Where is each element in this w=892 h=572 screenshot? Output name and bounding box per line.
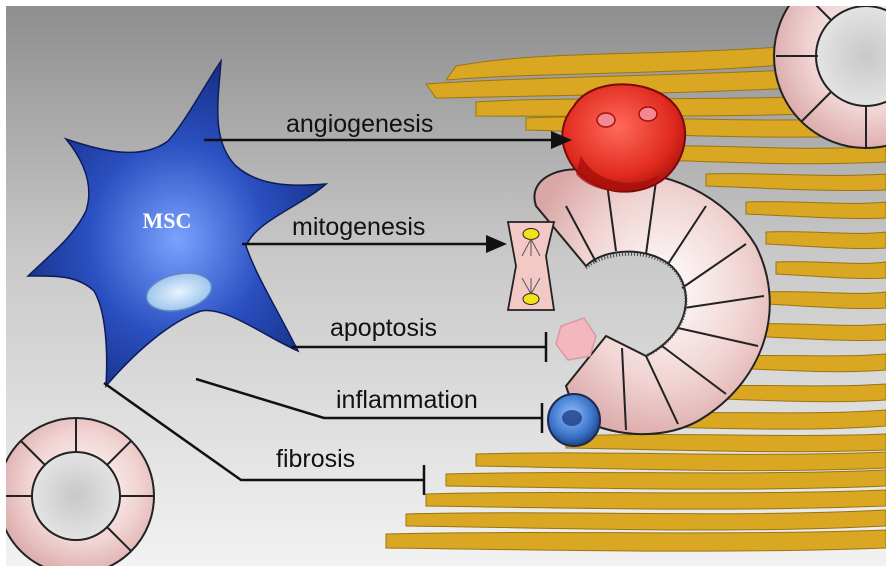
- dividing-cell: [506, 221, 556, 311]
- label-fibrosis: fibrosis: [276, 445, 355, 473]
- label-mitogenesis: mitogenesis: [292, 213, 425, 241]
- fibrosis-inhibitor-line: [103, 381, 424, 482]
- label-inflammation: inflammation: [336, 386, 478, 414]
- msc-cell: MSC: [26, 58, 329, 389]
- mitogenesis-arrowhead: [486, 235, 507, 253]
- dying-cell: [555, 317, 597, 361]
- msc-effects-diagram: MSC angiogenesis mitogenesis apoptosis i…: [6, 6, 886, 566]
- tubule-top-right: [773, 6, 886, 149]
- tubule-main: [533, 168, 771, 436]
- angiogenesis-arrowhead: [551, 131, 572, 149]
- diagram-frame: MSC angiogenesis mitogenesis apoptosis i…: [6, 6, 886, 566]
- immune-cell: [547, 393, 601, 447]
- msc-label: MSC: [143, 208, 192, 233]
- label-apoptosis: apoptosis: [330, 314, 437, 342]
- inflammation-inhibitor-line: [195, 377, 542, 420]
- blood-vessel: [561, 83, 687, 193]
- fibrous-tissue: [385, 35, 886, 552]
- tubule-bottom-left: [6, 417, 155, 566]
- label-angiogenesis: angiogenesis: [286, 110, 433, 138]
- connectors: [103, 138, 551, 495]
- msc-nucleus: [145, 272, 213, 312]
